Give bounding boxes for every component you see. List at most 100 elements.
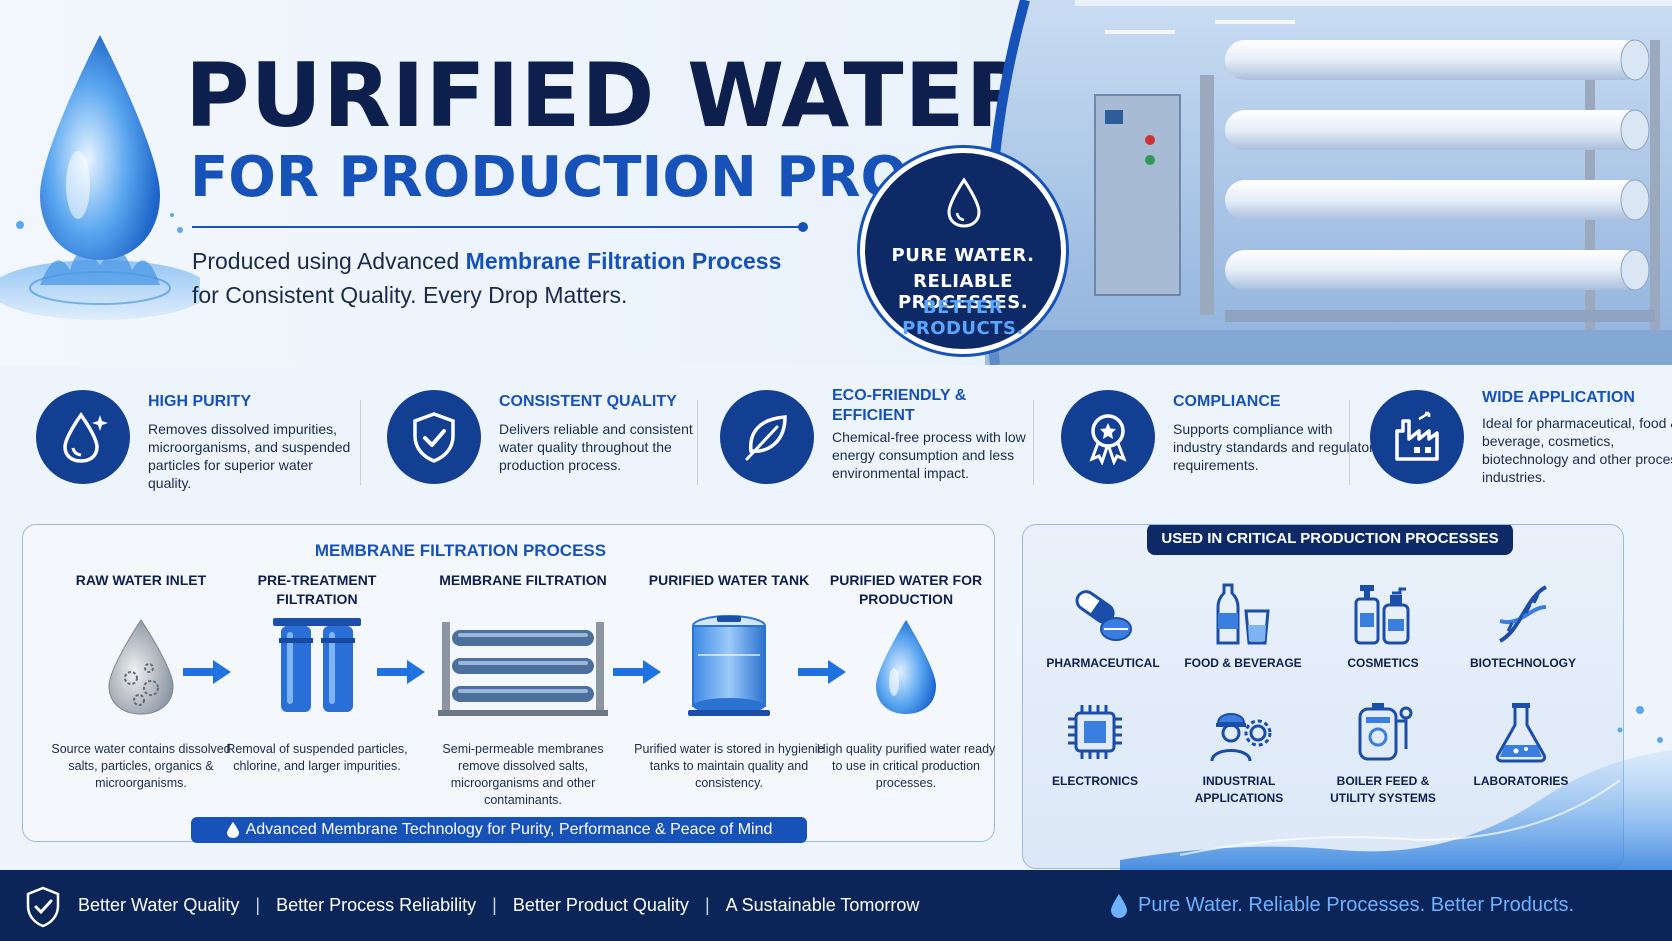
hero-section: PURIFIED WATER FOR PRODUCTION PROCESS Pr…: [0, 0, 1672, 365]
process-title: MEMBRANE FILTRATION PROCESS: [314, 541, 607, 560]
feature-icon-circle: [387, 390, 481, 484]
membrane-module-icon: [423, 611, 623, 721]
footer-item: Better Process Reliability: [276, 895, 477, 915]
shield-check-icon: [26, 886, 60, 928]
factory-icon: [1395, 411, 1439, 461]
feature-divider: [1033, 400, 1034, 485]
industry-food-beverage: FOOD & BEVERAGE: [1173, 575, 1313, 672]
industry-electronics: ELECTRONICS: [1025, 693, 1165, 790]
badge-line-3: BETTER PRODUCTS.: [902, 297, 1024, 339]
feature-desc: Removes dissolved impurities, microorgan…: [148, 421, 351, 491]
feature-divider: [1349, 400, 1350, 485]
feature-title: CONSISTENT QUALITY: [499, 393, 677, 410]
step-desc: Semi-permeable membranes remove dissolve…: [442, 742, 604, 807]
feature-desc: Delivers reliable and consistent water q…: [499, 421, 693, 473]
industry-laboratories: LABORATORIES: [1451, 693, 1591, 790]
badge-line-2: RELIABLE PROCESSES.: [897, 271, 1029, 313]
industry-label: BIOTECHNOLOGY: [1469, 656, 1576, 670]
dna-icon: [1498, 585, 1548, 643]
footer-item: Better Product Quality: [512, 895, 689, 915]
feature-row: HIGH PURITY Removes dissolved impurities…: [0, 380, 1672, 505]
feature-icon-circle: [720, 390, 814, 484]
water-drop-splash-icon: [0, 35, 200, 320]
industry-label: FOOD & BEVERAGE: [1184, 656, 1302, 670]
bottle-glass-icon: [1216, 583, 1270, 645]
water-tank-icon: [629, 611, 829, 721]
feature-eco-friendly: ECO-FRIENDLY & EFFICIENT Chemical-free p…: [720, 380, 1030, 505]
footer-item: A Sustainable Tomorrow: [725, 895, 920, 915]
capsule-icon: [1075, 590, 1132, 641]
water-drop-icon: [1111, 893, 1127, 918]
industries-heading: USED IN CRITICAL PRODUCTION PROCESSES: [1147, 525, 1513, 555]
process-step-raw-water: RAW WATER INLET Source water contains di…: [41, 571, 241, 792]
hero-subtitle: Produced using Advanced Membrane Filtrat…: [192, 244, 832, 312]
step-title: PURIFIED WATER FOR PRODUCTION: [829, 572, 983, 607]
feature-icon-circle: [1370, 390, 1464, 484]
process-step-membrane: MEMBRANE FILTRATION Semi-permeable membr…: [423, 571, 623, 809]
arrow-right-icon: [183, 660, 231, 684]
feature-title: ECO-FRIENDLY & EFFICIENT: [832, 387, 967, 424]
subtitle-text-line2: for Consistent Quality. Every Drop Matte…: [192, 282, 628, 308]
industry-label: ELECTRONICS: [1051, 774, 1138, 788]
footer-separator: |: [704, 895, 710, 915]
footer-item: Better Water Quality: [78, 895, 240, 915]
page-title: PURIFIED WATER: [185, 44, 1035, 147]
feature-divider: [697, 400, 698, 485]
water-drop-icon: [226, 821, 239, 838]
membrane-plant-illustration: [985, 0, 1672, 365]
step-title: RAW WATER INLET: [75, 572, 207, 588]
step-desc: Purified water is stored in hygienic tan…: [634, 742, 824, 790]
process-step-tank: PURIFIED WATER TANK Purified water is s: [629, 571, 829, 792]
footer-benefits: Better Water Quality | Better Process Re…: [78, 870, 919, 941]
arrow-right-icon: [377, 660, 425, 684]
industry-label: INDUSTRIAL APPLICATIONS: [1194, 774, 1284, 805]
arrow-right-icon: [798, 660, 846, 684]
footer-tagline-text: Pure Water. Reliable Processes. Better P…: [1138, 894, 1575, 916]
subtitle-highlight: Membrane Filtration Process: [465, 248, 782, 274]
raw-water-drop-icon: [41, 611, 241, 721]
worker-gear-icon: [1210, 713, 1272, 762]
footer-separator: |: [492, 895, 497, 915]
banner-text: Advanced Membrane Technology for Purity,…: [245, 821, 773, 838]
feature-high-purity: HIGH PURITY Removes dissolved impurities…: [36, 380, 356, 505]
pure-water-drop-icon: [811, 611, 1001, 721]
process-step-production: PURIFIED WATER FOR PRODUCTION High quali…: [811, 571, 1001, 792]
feature-icon-circle: [36, 390, 130, 484]
chip-icon: [1068, 705, 1122, 759]
feature-divider: [360, 400, 361, 485]
step-desc: Removal of suspended particles, chlorine…: [226, 742, 408, 773]
membrane-process-panel: MEMBRANE FILTRATION PROCESS RAW WATER IN…: [22, 524, 995, 843]
feature-wide-application: WIDE APPLICATION Ideal for pharmaceutica…: [1370, 380, 1672, 505]
water-splash-decoration: [1120, 706, 1672, 870]
cartridge-filter-icon: [217, 611, 417, 721]
industry-industrial-applications: INDUSTRIAL APPLICATIONS: [1169, 693, 1309, 807]
arrow-right-icon: [613, 660, 661, 684]
industry-boiler-feed: BOILER FEED & UTILITY SYSTEMS: [1313, 693, 1453, 807]
industry-cosmetics: COSMETICS: [1313, 575, 1453, 672]
cosmetic-bottles-icon: [1354, 585, 1410, 645]
award-ribbon-icon: [1089, 414, 1127, 465]
industry-label: BOILER FEED & UTILITY SYSTEMS: [1330, 774, 1436, 805]
badge-line-1: PURE WATER.: [891, 245, 1035, 266]
step-title: PURIFIED WATER TANK: [648, 572, 810, 588]
shield-check-icon: [413, 412, 455, 463]
water-drop-icon: [947, 177, 981, 228]
footer-tagline: Pure Water. Reliable Processes. Better P…: [1110, 870, 1574, 941]
process-step-pre-treatment: PRE-TREATMENT FILTRATION Removal of susp…: [217, 571, 417, 775]
feature-compliance: COMPLIANCE Supports compliance with indu…: [1061, 380, 1381, 505]
feature-consistent-quality: CONSISTENT QUALITY Delivers reliable and…: [387, 380, 693, 505]
step-desc: Source water contains dissolved salts, p…: [51, 742, 231, 790]
process-banner: Advanced Membrane Technology for Purity,…: [191, 817, 807, 843]
step-desc: High quality purified water ready to use…: [816, 742, 996, 790]
water-drop-icon: [63, 412, 108, 463]
industry-label: PHARMACEUTICAL: [1046, 656, 1160, 670]
feature-title: WIDE APPLICATION: [1482, 389, 1635, 406]
subtitle-text: Produced using Advanced: [192, 248, 466, 274]
slogan-badge: PURE WATER. RELIABLE PROCESSES. BETTER P…: [860, 148, 1066, 354]
step-title: MEMBRANE FILTRATION: [439, 572, 607, 588]
feature-desc: Supports compliance with industry standa…: [1173, 421, 1381, 473]
industry-pharmaceutical: PHARMACEUTICAL: [1033, 575, 1173, 672]
industry-label: LABORATORIES: [1473, 774, 1569, 788]
footer-separator: |: [255, 895, 261, 915]
feature-title: HIGH PURITY: [148, 393, 252, 410]
